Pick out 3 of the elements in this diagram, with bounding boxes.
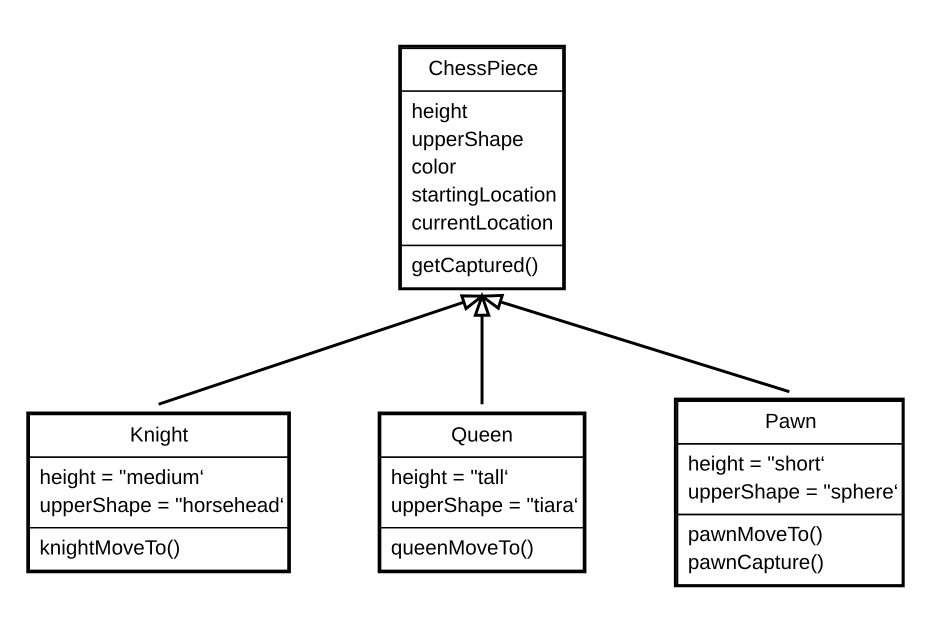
- arrow: [478, 293, 790, 393]
- arrow: [158, 294, 486, 406]
- arrow: [473, 291, 491, 404]
